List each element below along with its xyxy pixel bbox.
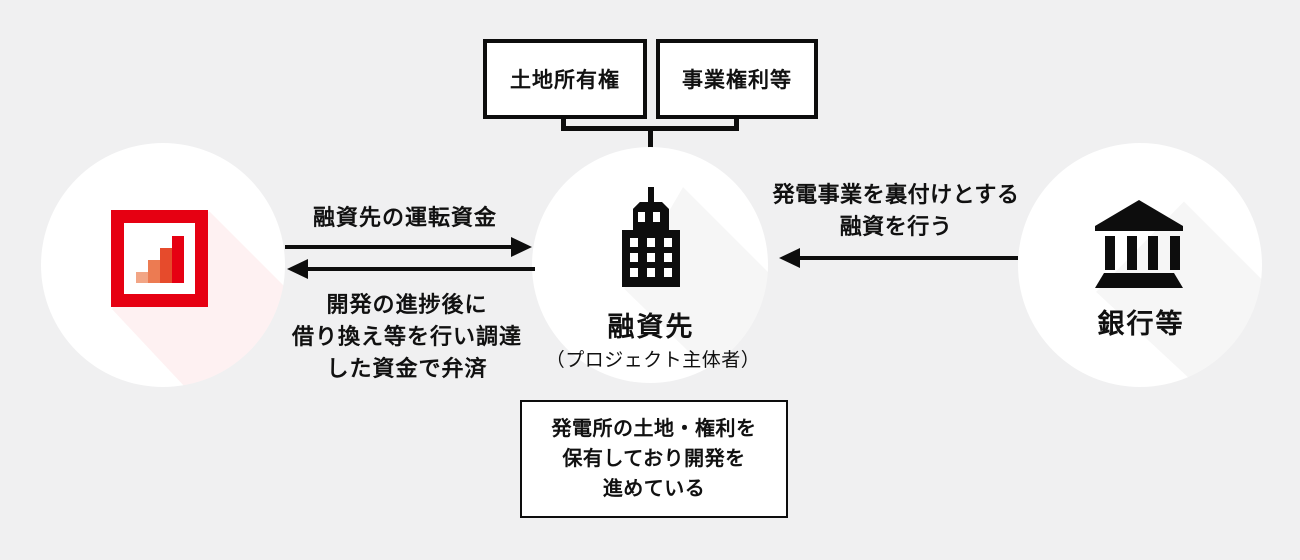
connector-stub-center <box>648 131 653 148</box>
building-icon <box>622 187 680 287</box>
arrow-working-capital-head <box>511 237 532 257</box>
arrow-loan-label-line2: 融資を行う <box>839 214 953 239</box>
arrow-loan-head <box>779 248 800 268</box>
arrow-repayment-head <box>287 259 308 279</box>
project-status-note-box: 発電所の土地・権利を 保有しており開発を 進めている <box>520 400 788 518</box>
arrow-repayment-label: 開発の進捗後に 借り換え等を行い調達 した資金で弁済 <box>292 289 522 385</box>
note-line3: 進めている <box>602 478 706 500</box>
arrow-repayment-line <box>307 267 535 271</box>
arrow-repayment-label-line3: した資金で弁済 <box>326 356 488 381</box>
business-rights-box: 事業権利等 <box>656 39 818 119</box>
business-rights-label: 事業権利等 <box>682 69 792 92</box>
bank-title: 銀行等 <box>1097 309 1185 339</box>
arrow-loan-label-line1: 発電事業を裏付けとする <box>772 182 1020 207</box>
bank-icon <box>1095 200 1183 288</box>
logo-bar-4 <box>172 236 184 283</box>
logo-bar-1 <box>136 272 148 283</box>
right-node-shade-wrap <box>1018 143 1262 387</box>
loan-recipient-node <box>532 147 768 383</box>
arrow-working-capital-label: 融資先の運転資金 <box>312 205 498 230</box>
arrow-loan-label: 発電事業を裏付けとする 融資を行う <box>773 179 1020 243</box>
borrower-company-node <box>41 143 285 387</box>
arrow-loan-line <box>799 256 1018 260</box>
arrow-repayment-label-line2: 借り換え等を行い調達 <box>291 324 523 349</box>
arrow-working-capital-line <box>285 245 513 249</box>
note-line2: 保有しており開発を <box>562 448 746 470</box>
note-line1: 発電所の土地・権利を <box>551 418 757 440</box>
land-ownership-label: 土地所有権 <box>510 69 620 92</box>
logo-bar-3 <box>160 248 172 283</box>
bar-chart-logo-bars <box>124 223 195 294</box>
arrow-repayment-label-line1: 開発の進捗後に <box>326 292 488 317</box>
connector-horizontal <box>561 126 739 131</box>
bank-node <box>1018 143 1262 387</box>
logo-bar-2 <box>148 260 160 283</box>
land-ownership-box: 土地所有権 <box>483 39 647 119</box>
loan-recipient-subtitle: （プロジェクト主体者） <box>545 350 761 371</box>
connector-stub-right <box>734 119 739 131</box>
connector-stub-left <box>561 119 566 131</box>
bar-chart-logo-icon <box>111 210 208 307</box>
loan-recipient-title: 融資先 <box>607 312 695 342</box>
